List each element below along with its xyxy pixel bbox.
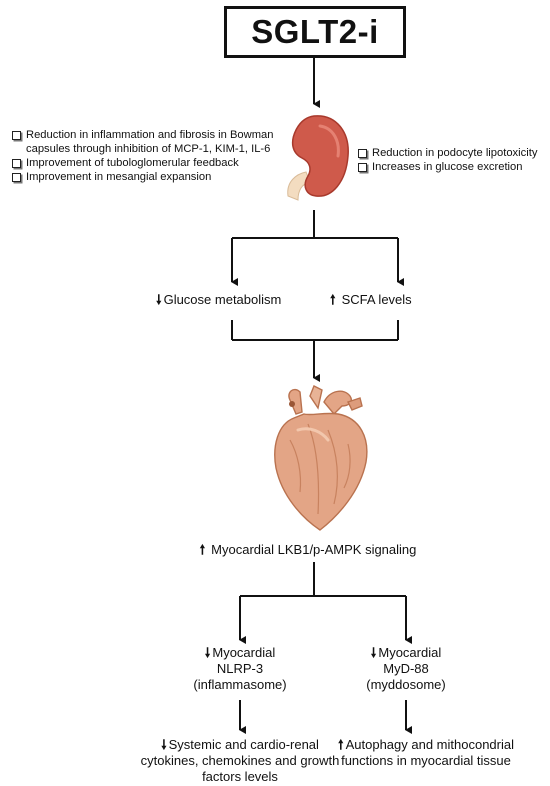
down-arrow-icon: 🠗 bbox=[370, 645, 377, 660]
cytokines-outcome: 🠗Systemic and cardio-renal cytokines, ch… bbox=[140, 737, 340, 784]
list-item: Reduction in podocyte lipotoxicity bbox=[358, 146, 548, 160]
down-arrow-icon: 🠗 bbox=[156, 292, 162, 307]
title-box: SGLT2-i bbox=[224, 6, 406, 58]
scfa-levels-label: 🠕SCFA levels bbox=[330, 292, 412, 307]
diagram-title: SGLT2-i bbox=[251, 13, 379, 50]
up-arrow-icon: 🠕 bbox=[338, 737, 344, 752]
kidney-icon bbox=[287, 115, 349, 201]
nlrp3-node: 🠗Myocardial NLRP-3 (inflammasome) bbox=[193, 645, 287, 692]
list-item: Improvement in mesangial expansion bbox=[12, 170, 276, 184]
checkbox-icon bbox=[358, 149, 367, 158]
autophagy-outcome: 🠕Autophagy and mithocondrial functions i… bbox=[338, 737, 514, 768]
down-arrow-icon: 🠗 bbox=[204, 645, 211, 660]
list-item: Improvement of tubologlomerular feedback bbox=[12, 156, 276, 170]
heart-icon bbox=[274, 385, 368, 531]
myd88-node: 🠗Myocardial MyD-88 (myddosome) bbox=[366, 645, 446, 692]
checkbox-icon bbox=[358, 163, 367, 172]
glucose-metabolism-label: 🠗Glucose metabolism bbox=[156, 292, 282, 307]
list-item: Reduction in inflammation and fibrosis i… bbox=[12, 128, 276, 156]
checkbox-icon bbox=[12, 131, 21, 140]
list-item: Increases in glucose excretion bbox=[358, 160, 548, 174]
lkb1-signaling-label: 🠕Myocardial LKB1/p-AMPK signaling bbox=[199, 542, 417, 557]
checkbox-icon bbox=[12, 173, 21, 182]
kidney-right-effects: Reduction in podocyte lipotoxicity Incre… bbox=[358, 146, 548, 174]
up-arrow-icon: 🠕 bbox=[199, 542, 206, 557]
checkbox-icon bbox=[12, 159, 21, 168]
up-arrow-icon: 🠕 bbox=[330, 292, 336, 307]
kidney-left-effects: Reduction in inflammation and fibrosis i… bbox=[12, 128, 276, 184]
down-arrow-icon: 🠗 bbox=[161, 737, 167, 752]
